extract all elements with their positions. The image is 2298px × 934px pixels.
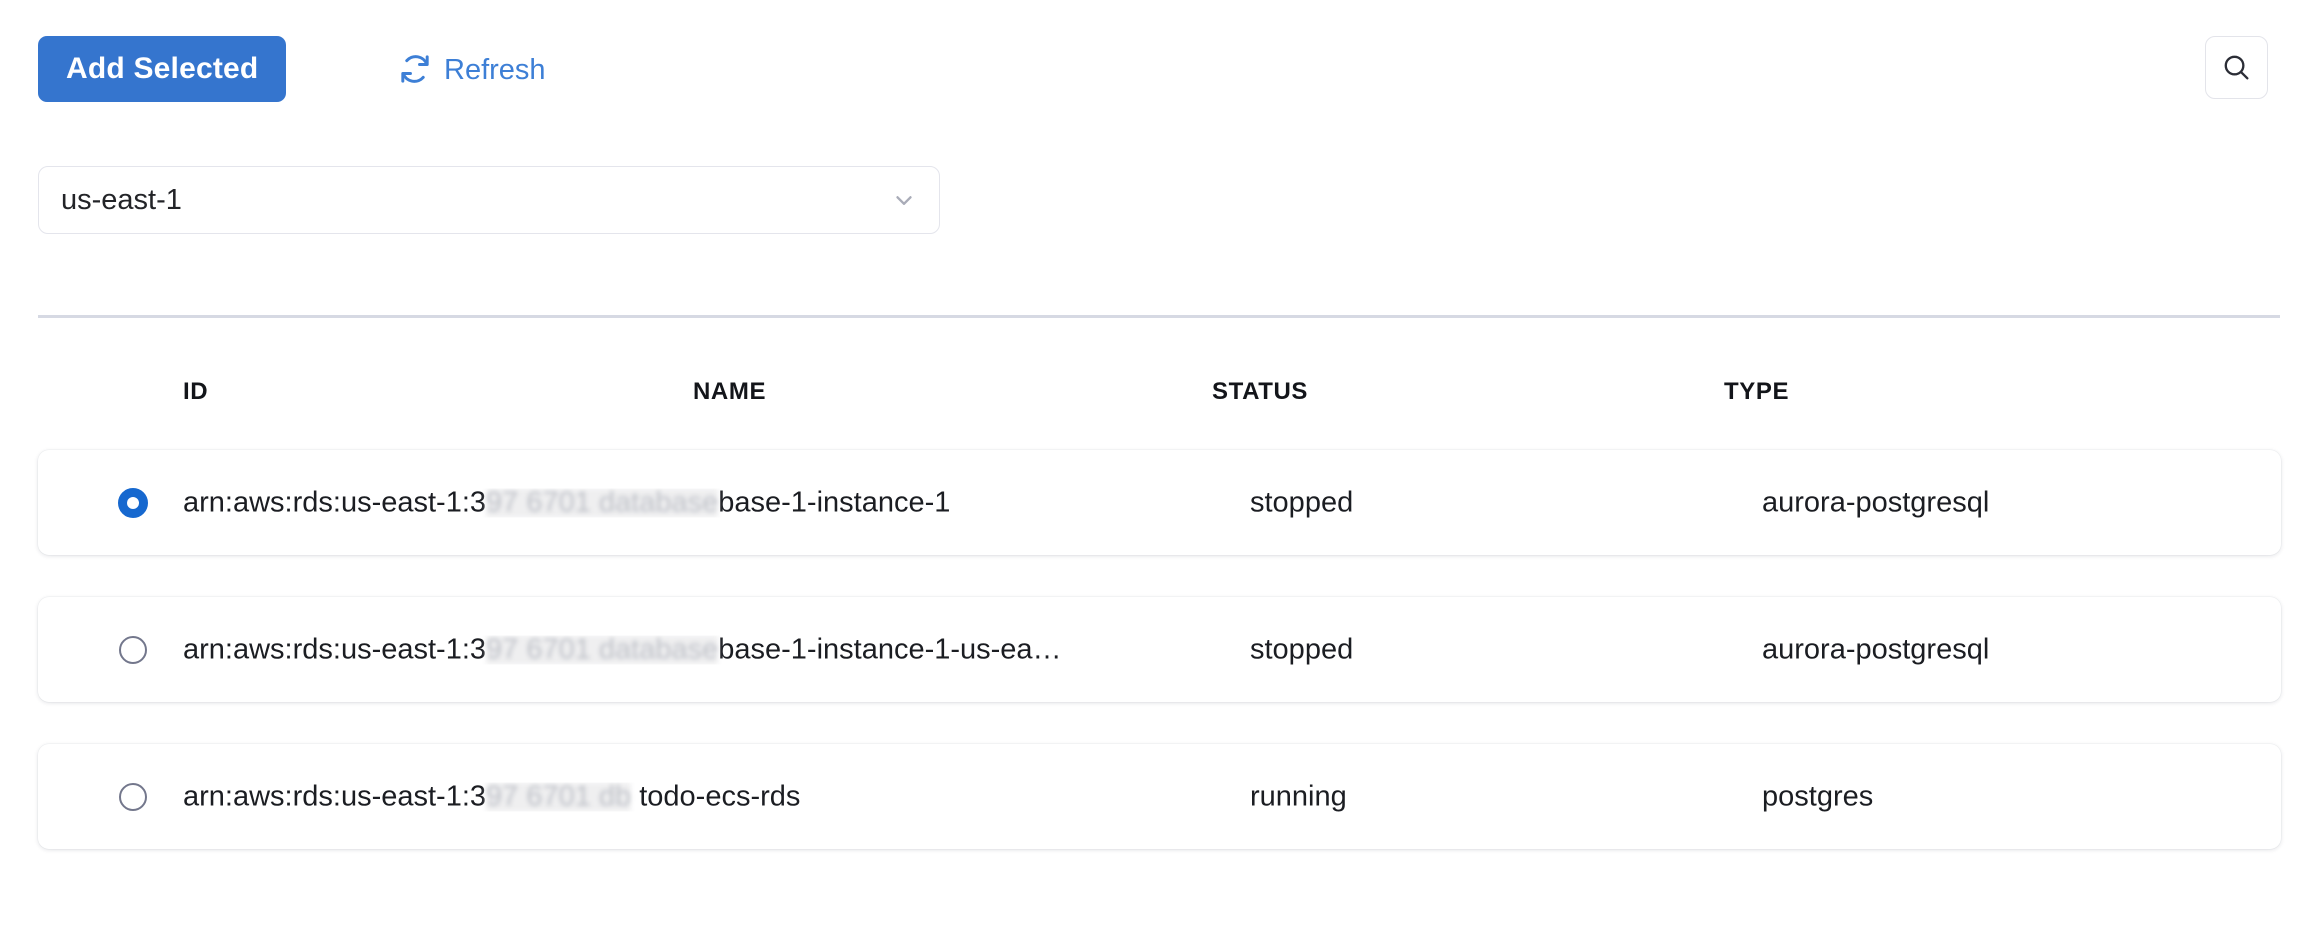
toolbar: Add Selected Refresh <box>0 0 2298 120</box>
radio-unselected-icon <box>119 635 147 664</box>
table-header-row: ID NAME STATUS TYPE <box>0 380 2298 450</box>
cell-type: aurora-postgresql <box>1762 486 1990 518</box>
chevron-down-icon <box>891 187 917 213</box>
id-prefix: arn:aws:rds:us-east-1:3 <box>183 782 487 811</box>
column-header-status: STATUS <box>1212 378 1309 405</box>
search-button[interactable] <box>2205 36 2268 99</box>
region-select-value: us-east-1 <box>61 183 182 216</box>
cell-status: running <box>1250 780 1347 812</box>
id-redacted-account: 97 6701 database <box>486 635 719 664</box>
id-suffix: todo-ecs-rds <box>631 782 801 811</box>
instances-table: ID NAME STATUS TYPE arn:aws:rds:us-east-… <box>0 380 2298 891</box>
id-prefix: arn:aws:rds:us-east-1:3 <box>183 635 487 664</box>
row-radio-1[interactable] <box>106 623 160 677</box>
cell-type: postgres <box>1762 780 1874 812</box>
section-divider <box>38 315 2280 318</box>
search-icon <box>2221 52 2252 83</box>
radio-unselected-icon <box>119 782 147 811</box>
column-header-type: TYPE <box>1724 378 1790 405</box>
id-redacted-account: 97 6701 database <box>486 488 719 517</box>
cell-status: stopped <box>1250 633 1354 665</box>
id-suffix: base-1-instance-1-us-ea… <box>718 635 1062 664</box>
id-prefix: arn:aws:rds:us-east-1:3 <box>183 488 487 517</box>
row-radio-0[interactable] <box>106 476 160 530</box>
id-redacted-account: 97 6701 db <box>486 782 632 811</box>
refresh-label: Refresh <box>444 53 546 86</box>
id-suffix: base-1-instance-1 <box>718 488 951 517</box>
region-select[interactable]: us-east-1 <box>38 166 940 234</box>
add-selected-button[interactable]: Add Selected <box>38 36 287 102</box>
cell-type: aurora-postgresql <box>1762 633 1990 665</box>
row-radio-2[interactable] <box>106 770 160 824</box>
cell-status: stopped <box>1250 486 1354 518</box>
column-header-name: NAME <box>693 378 767 405</box>
refresh-icon <box>398 52 432 86</box>
refresh-button[interactable]: Refresh <box>398 48 546 90</box>
radio-selected-icon <box>118 487 148 518</box>
column-header-id: ID <box>183 378 209 405</box>
